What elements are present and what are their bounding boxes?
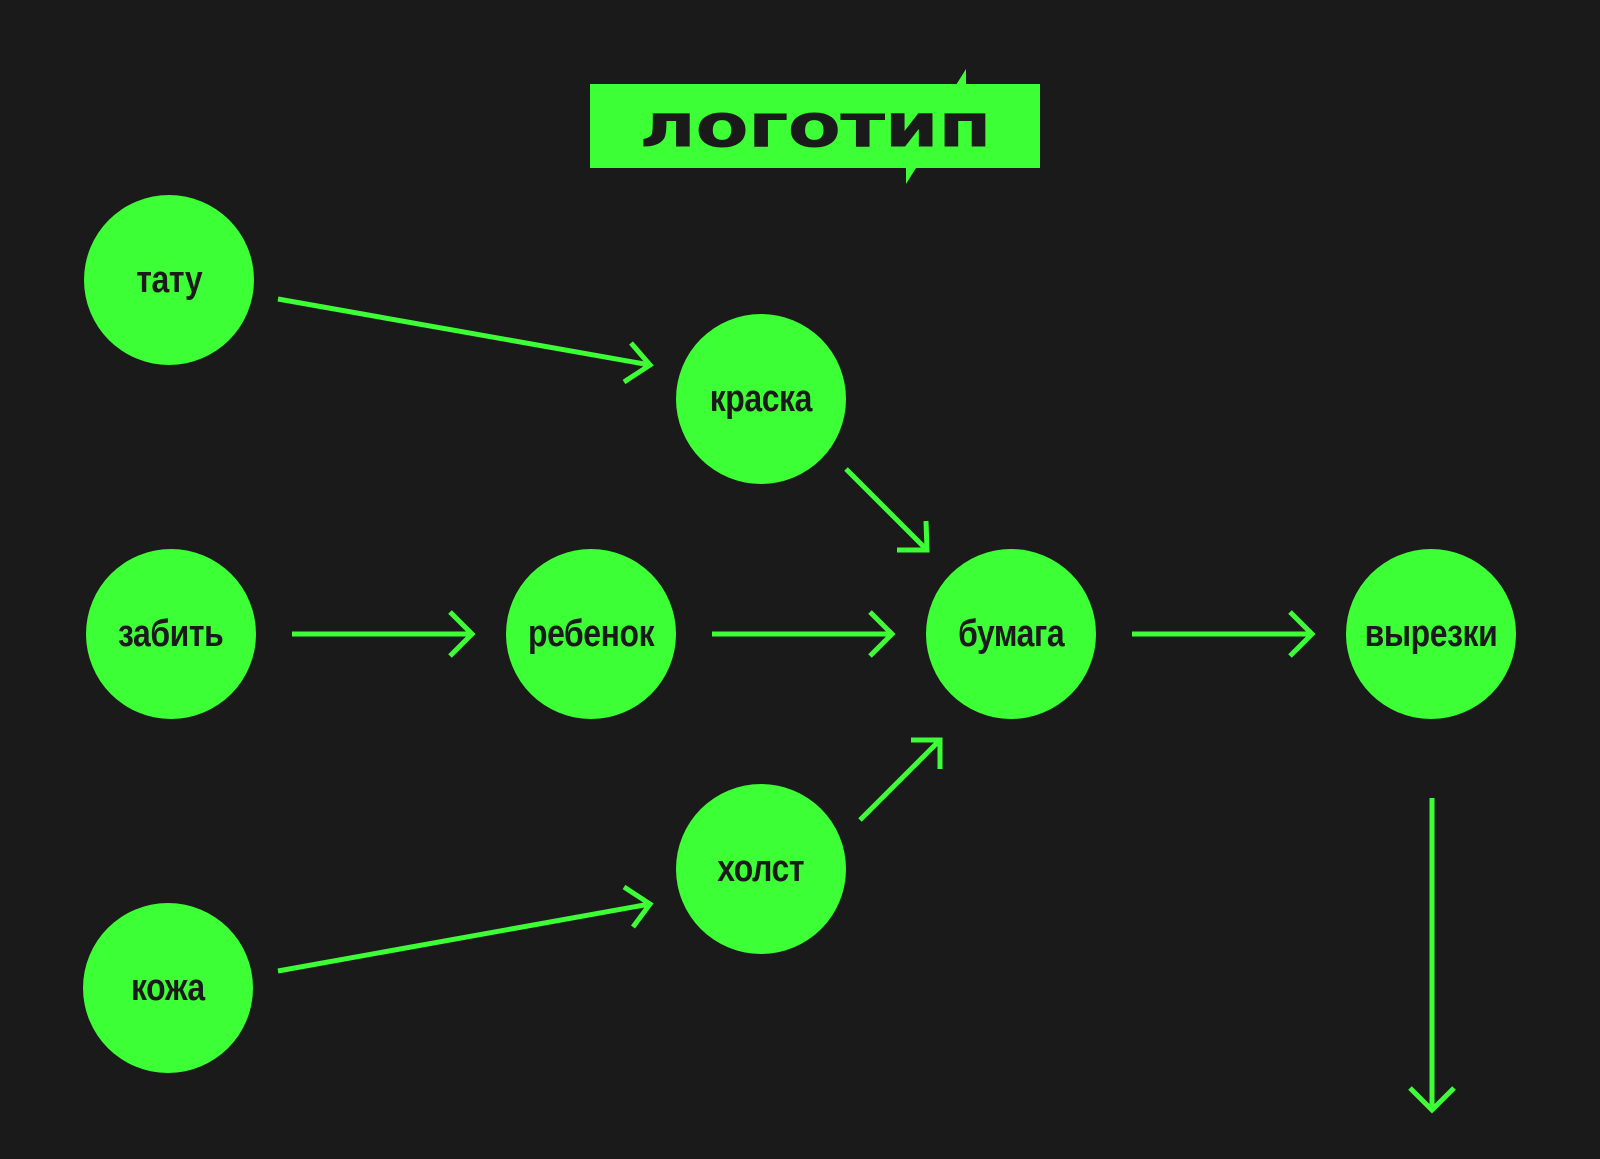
edge-zabit-to-rebenok [292, 610, 476, 658]
node-vyrezki: вырезки [1346, 549, 1516, 719]
edge-bumaga-to-vyrezki [1132, 610, 1316, 658]
node-kraska: краска [676, 314, 846, 484]
node-label-kraska: краска [709, 377, 813, 420]
node-label-rebenok: ребенок [527, 612, 655, 655]
node-rebenok: ребенок [506, 549, 676, 719]
edge-kraska-to-bumaga [844, 467, 930, 553]
edge-tatu-to-kraska [277, 296, 654, 385]
node-holst: холст [676, 784, 846, 954]
node-label-kozha: кожа [131, 966, 205, 1009]
edge-kozha-to-holst [277, 884, 654, 974]
node-bumaga: бумага [926, 549, 1096, 719]
node-tatu: тату [84, 195, 254, 365]
node-label-vyrezki: вырезки [1364, 612, 1498, 655]
edge-holst-to-bumaga [858, 737, 943, 822]
node-label-tatu: тату [136, 258, 202, 301]
logo-title: логотип [639, 90, 992, 162]
node-label-zabit: забить [118, 612, 224, 655]
node-label-bumaga: бумага [957, 612, 1065, 655]
edge-vyrezki-down [1408, 798, 1456, 1114]
edge-rebenok-to-bumaga [712, 610, 896, 658]
node-kozha: кожа [83, 903, 253, 1073]
logo-title-badge: логотип [590, 69, 1040, 184]
node-zabit: забить [86, 549, 256, 719]
node-label-holst: холст [717, 847, 805, 890]
